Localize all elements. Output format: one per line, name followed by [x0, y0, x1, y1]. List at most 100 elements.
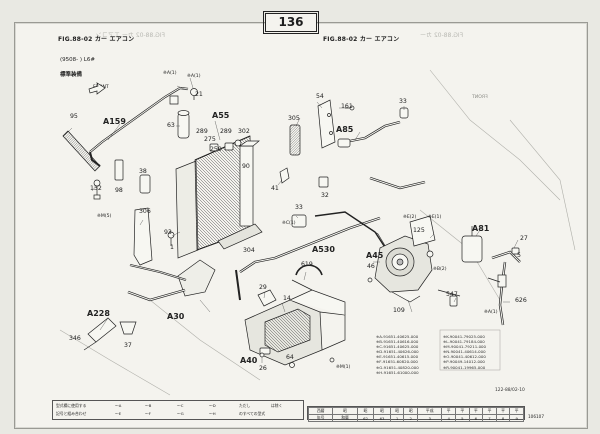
part-label: 5: [517, 252, 521, 259]
part-label: 41: [271, 185, 279, 192]
figure-reference: 122-88/02-10: [495, 388, 525, 393]
legend-item: ※C-91651-40625-000: [376, 344, 419, 350]
part-label: 46: [367, 263, 375, 270]
part-label: 32: [321, 192, 329, 199]
legend-item: ※D-91651-40626-000: [376, 349, 419, 355]
legend-item: ※O-90041-40612-000: [443, 354, 486, 360]
part-label: 109: [393, 307, 405, 314]
year-value-cell: 1: [389, 414, 405, 422]
part-label: 1: [170, 244, 174, 251]
part-label: A55: [212, 111, 230, 120]
year-header-cell: 平: [509, 407, 524, 415]
part-label: 64: [286, 354, 294, 361]
part-label: ※A(1): [484, 310, 498, 315]
legend-item: ※B-91651-40616-000: [376, 339, 419, 345]
part-label: 27: [520, 235, 528, 242]
key-row-1: 型式欄に使用する: [56, 403, 87, 408]
leader-lines: [64, 77, 519, 363]
year-header-cell: 平: [454, 407, 470, 415]
part-label: 304: [243, 247, 255, 254]
part-label: 95: [70, 113, 78, 120]
year-header-cell: 昭: [332, 407, 358, 415]
key-cell: は除く: [271, 403, 283, 408]
year-header-cell: 平: [482, 407, 497, 415]
year-value-cell: 9: [509, 414, 524, 422]
part-label: 29: [259, 284, 267, 291]
key-cell: ～F: [145, 411, 151, 416]
year-header-cell: 平成: [417, 407, 443, 415]
part-label: 37: [124, 342, 132, 349]
key-cell: ～A: [115, 403, 122, 408]
part-label: 21: [195, 91, 203, 98]
year-header-cell: 昭: [373, 407, 391, 415]
legend-item: ※G-91651-40820-000: [376, 364, 419, 370]
part-label: 26: [259, 365, 267, 372]
part-label: 289: [220, 128, 232, 135]
center-parts: [235, 99, 426, 368]
year-value-cell: 7: [482, 414, 497, 422]
part-label: A228: [87, 309, 110, 318]
model-code-key: 型式欄に使用する 記号と組み合わせ ～A ～B ～C ～D ただし は除く ～E…: [52, 400, 304, 420]
legend-item: ※K-90041-79025-000: [443, 334, 485, 339]
part-label: 306: [139, 208, 151, 215]
part-label: ※B(2): [433, 267, 447, 272]
part-label: 125: [413, 227, 425, 234]
part-label: ※M(1): [336, 365, 351, 370]
figure-header-left: FIG.88-02 カー エアコン: [58, 36, 135, 43]
legend-item: ※M-90041-79211-000: [443, 344, 487, 350]
key-cell: ～C: [177, 403, 184, 408]
key-cell: のすべての型式: [239, 411, 266, 416]
key-row-2: 記号と組み合わせ: [56, 411, 87, 416]
year-header-cell: 昭: [389, 407, 405, 415]
right-parts: [367, 215, 521, 326]
part-label: 93: [164, 229, 172, 236]
page-number: 136: [263, 11, 319, 34]
key-cell: ただし: [239, 403, 251, 408]
year-header-cell: 西暦: [307, 407, 334, 415]
model-note: (9508- ) L6#: [60, 57, 95, 63]
page-code: 106107: [528, 414, 544, 419]
part-label: 132: [90, 185, 102, 192]
year-value-cell: 和暦: [332, 414, 358, 422]
legend-item: ※N-90041-40614-000: [443, 349, 486, 355]
year-header-cell: 昭: [403, 407, 419, 415]
part-label: 626: [515, 297, 527, 304]
part-label: ※C(1): [282, 221, 296, 226]
part-label: 619: [301, 261, 313, 268]
legend-item: ※F-91651-60820-000: [376, 359, 418, 365]
part-label: A530: [312, 245, 335, 254]
part-label: 547: [446, 291, 458, 298]
year-header-cell: 平: [495, 407, 511, 415]
key-cell: ～E: [115, 411, 122, 416]
year-value-cell: 4: [441, 414, 456, 422]
part-label: 302: [238, 128, 250, 135]
key-cell: ～D: [209, 403, 216, 408]
part-label: A159: [103, 117, 126, 126]
left-parts: [62, 82, 290, 351]
key-cell: ～G: [177, 411, 184, 416]
standard-equipment-label: 標準装備: [60, 72, 83, 78]
year-value-cell: 62: [356, 414, 375, 422]
legend-item: ※H-91651-61000-000: [376, 369, 419, 375]
legend-item: ※L-90041-79184-000: [443, 339, 485, 345]
year-value-cell: 3: [417, 414, 443, 422]
part-label: 90: [242, 163, 250, 170]
part-label: A30: [167, 312, 185, 321]
year-value-cell: 年号: [307, 414, 334, 422]
year-header-cell: 平: [468, 407, 484, 415]
year-value-cell: 8: [495, 414, 511, 422]
part-label: 33: [295, 204, 303, 211]
front-arrow-icon: [88, 82, 106, 95]
part-label: 161: [341, 103, 353, 110]
year-header-cell: 平: [441, 407, 456, 415]
year-value-cell: 5: [454, 414, 470, 422]
year-header-cell: 昭: [356, 407, 375, 415]
part-label: 54: [316, 93, 324, 100]
part-label: 63: [167, 122, 175, 129]
year-value-cell: 2: [403, 414, 419, 422]
legend-item: ※E-91651-40615-000: [376, 354, 419, 360]
part-label: 98: [115, 187, 123, 194]
part-label: 33: [399, 98, 407, 105]
part-label: ※E(1): [428, 215, 442, 220]
year-value-cell: 63: [373, 414, 391, 422]
